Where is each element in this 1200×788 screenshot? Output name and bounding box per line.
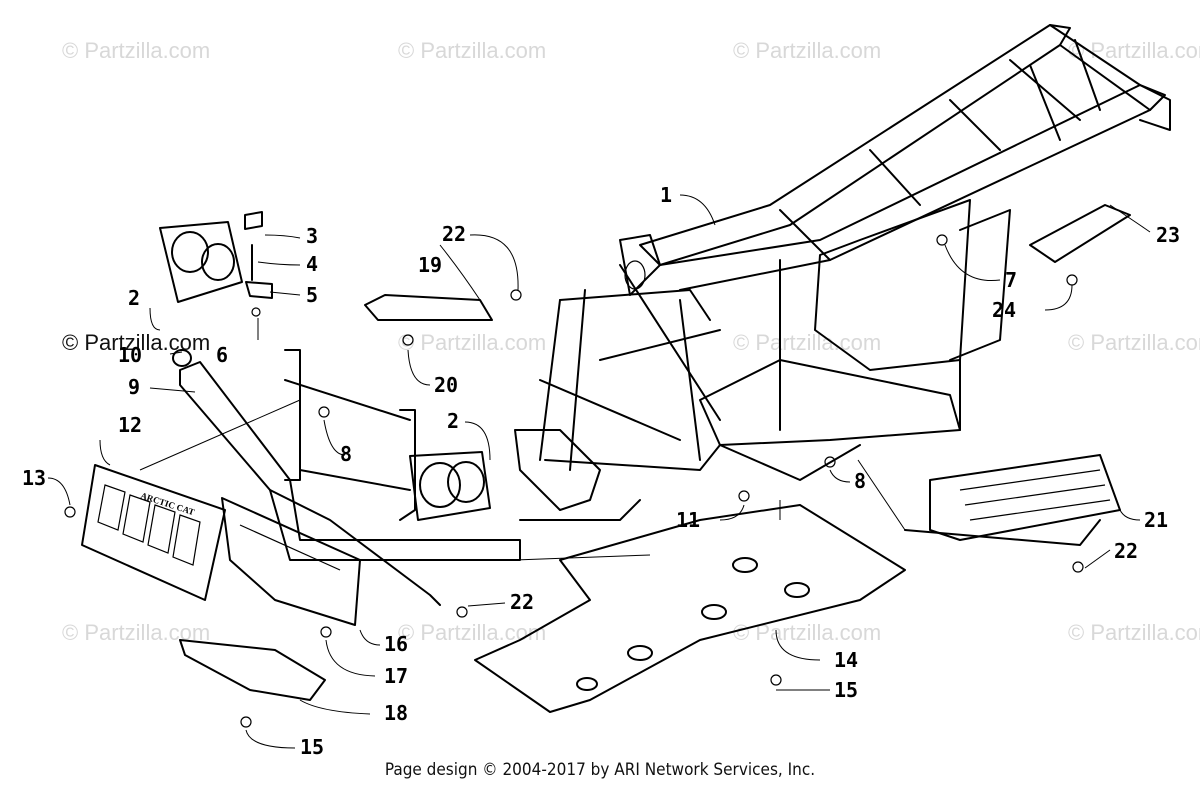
main-frame[interactable] [514, 24, 1171, 521]
callout-3[interactable]: 3 [306, 224, 318, 248]
footrest-right[interactable] [904, 454, 1121, 546]
callout-22[interactable]: 22 [442, 222, 466, 246]
callout-2[interactable]: 2 [447, 409, 459, 433]
front-bumper[interactable] [179, 349, 521, 606]
front-lower-cover[interactable] [221, 497, 361, 626]
callout-16[interactable]: 16 [384, 632, 408, 656]
callout-14[interactable]: 14 [834, 648, 858, 672]
callout-18[interactable]: 18 [384, 701, 408, 725]
headlight-lower[interactable] [409, 451, 491, 521]
callout-7[interactable]: 7 [1005, 268, 1017, 292]
callout-22[interactable]: 22 [510, 590, 534, 614]
watermark: © Partzilla.com [733, 330, 881, 355]
callout-8[interactable]: 8 [340, 442, 352, 466]
callout-21[interactable]: 21 [1144, 508, 1168, 532]
callout-1[interactable]: 1 [660, 183, 672, 207]
watermark: © Partzilla.com [398, 620, 546, 645]
callout-4[interactable]: 4 [306, 252, 318, 276]
watermark: © Partzilla.com [398, 330, 546, 355]
callout-9[interactable]: 9 [128, 375, 140, 399]
callout-labels: 1 2 2 3 4 5 6 7 8 8 9 10 11 12 13 14 15 … [22, 183, 1180, 759]
watermark: © Partzilla.com [398, 38, 546, 63]
leader-lines [47, 194, 1151, 749]
main-skid-plate[interactable] [474, 504, 906, 713]
callout-10[interactable]: 10 [118, 343, 142, 367]
callout-11[interactable]: 11 [676, 508, 700, 532]
headlight-hardware[interactable] [172, 211, 273, 367]
watermark: © Partzilla.com [733, 38, 881, 63]
bracket[interactable] [1029, 204, 1131, 263]
watermark: © Partzilla.com [1068, 620, 1200, 645]
callout-2[interactable]: 2 [128, 286, 140, 310]
watermark: © Partzilla.com [733, 620, 881, 645]
watermark: © Partzilla.com [62, 38, 210, 63]
callout-5[interactable]: 5 [306, 283, 318, 307]
callout-22[interactable]: 22 [1114, 539, 1138, 563]
front-grille-panel[interactable]: ARCTIC CAT [81, 464, 226, 601]
callout-6[interactable]: 6 [216, 343, 228, 367]
callout-19[interactable]: 19 [418, 253, 442, 277]
callout-13[interactable]: 13 [22, 466, 46, 490]
front-skid-plate[interactable] [179, 639, 326, 701]
watermarks: © Partzilla.com © Partzilla.com © Partzi… [62, 38, 1200, 645]
watermark: © Partzilla.com [1068, 330, 1200, 355]
callout-17[interactable]: 17 [384, 664, 408, 688]
callout-24[interactable]: 24 [992, 298, 1016, 322]
page-footer: Page design © 2004-2017 by ARI Network S… [384, 760, 816, 780]
headlight-upper[interactable] [159, 221, 243, 303]
callout-12[interactable]: 12 [118, 413, 142, 437]
brace[interactable] [364, 294, 493, 321]
callout-8[interactable]: 8 [854, 469, 866, 493]
callout-15[interactable]: 15 [300, 735, 324, 759]
callout-15[interactable]: 15 [834, 678, 858, 702]
callout-23[interactable]: 23 [1156, 223, 1180, 247]
callout-20[interactable]: 20 [434, 373, 458, 397]
